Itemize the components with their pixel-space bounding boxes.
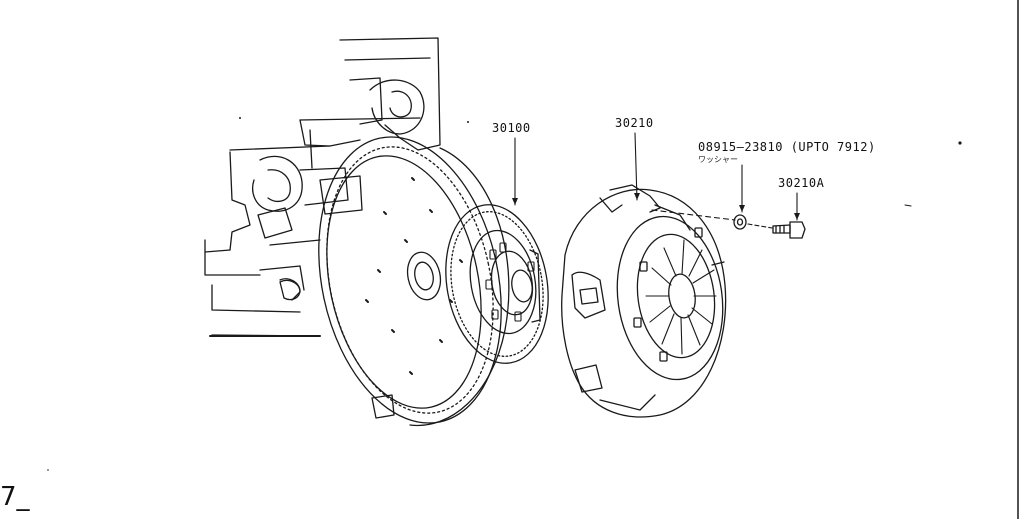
clutch-cover (561, 184, 727, 418)
arrow-30210 (634, 193, 640, 200)
bolt (772, 221, 806, 239)
washer (733, 214, 747, 230)
page-mark: 7_ (0, 482, 30, 512)
arrow-bolt (794, 213, 800, 220)
clutch-disc (445, 204, 549, 364)
leader-30210 (634, 132, 638, 201)
flywheel (279, 136, 510, 427)
axis-dash (651, 209, 736, 221)
callout-washer-part: 08915—23810 (UPTO 7912) (698, 140, 876, 154)
arrow-30100 (512, 198, 518, 205)
callout-washer-name: ワッシャー (698, 155, 738, 164)
callout-30210: 30210 (615, 116, 654, 130)
callout-30210a: 30210A (778, 176, 825, 190)
arrow-washer (739, 205, 745, 212)
callout-30100: 30100 (492, 121, 531, 135)
